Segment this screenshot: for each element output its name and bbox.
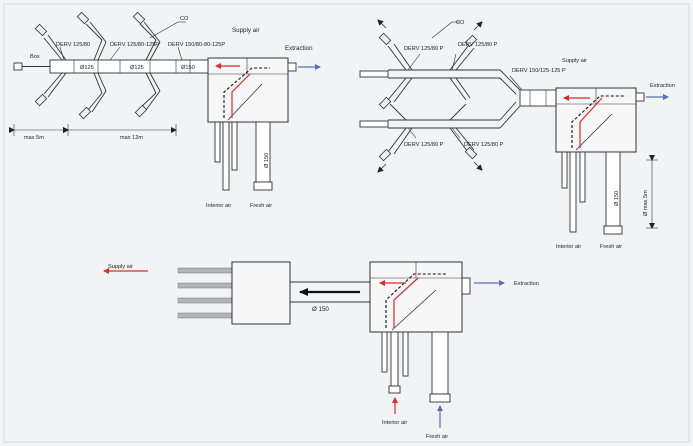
interior-air-grille <box>388 385 401 394</box>
supply-path <box>579 97 603 148</box>
extraction-label: Extraction <box>650 83 675 89</box>
fresh-air-grille <box>429 393 451 403</box>
co-label: CO <box>456 20 465 26</box>
branch-stub <box>359 120 389 128</box>
main-duct <box>519 89 561 107</box>
interior-air-label: Interior air <box>382 420 407 426</box>
branch-duct <box>34 11 161 120</box>
supply-air-label: Supply air <box>232 27 260 34</box>
down-pipe <box>214 121 221 163</box>
diagram-1: CO Box DERV 125/80 DERV 125/80-125P DERV… <box>9 11 321 209</box>
box-end-cap <box>13 62 23 71</box>
down-pipe <box>579 151 586 203</box>
pipe-diameter-label: Ø150 <box>181 65 195 71</box>
supply-air-label: Supply air <box>562 58 587 64</box>
extraction-path <box>385 273 446 328</box>
down-pipe <box>402 331 409 377</box>
supply-air-label: Supply air <box>108 264 133 270</box>
fresh-air-label: Fresh air <box>600 244 622 250</box>
fresh-air-grille <box>603 225 623 235</box>
fresh-air-grille <box>253 181 273 191</box>
interior-air-label: Interior air <box>556 244 581 250</box>
diagram-2: CO DERV 125/80 P DERV 125/80 P DERV 150/… <box>359 19 675 250</box>
derv-label: DERV 125/80 <box>56 42 90 48</box>
extraction-path <box>571 95 626 148</box>
interior-air-pipe <box>222 121 230 191</box>
fresh-air-label: Fresh air <box>426 434 448 440</box>
down-pipe <box>231 121 238 171</box>
extraction-path <box>223 67 270 118</box>
exchanger-line <box>575 113 613 151</box>
extraction-outlet <box>461 277 471 295</box>
diagram-3: Supply air Ø 150 Extraction <box>103 261 539 440</box>
derv-label: DERV 125/80 P <box>404 46 444 52</box>
dimension-label: Ø max 5m <box>643 190 649 216</box>
derv-label: DERV 150/80-80-125P <box>168 42 225 48</box>
branch-duct <box>359 32 561 162</box>
supply-path <box>231 73 251 118</box>
dimension-label: max 5m <box>24 135 44 141</box>
interior-air-pipe <box>569 151 577 233</box>
extraction-label: Extraction <box>285 45 313 52</box>
pipe-diameter-label: Ø125 <box>130 65 144 71</box>
distribution-box <box>231 261 291 325</box>
pipe-diameter-label: Ø 150 <box>312 306 329 313</box>
derv-label: DERV 150/125-125 P <box>512 68 566 74</box>
interior-air-pipe <box>390 331 399 387</box>
box-label: Box <box>30 54 40 60</box>
fresh-air-pipe <box>605 151 621 227</box>
fresh-air-pipe <box>255 121 271 183</box>
derv-label: DERV 125/80 P <box>458 42 498 48</box>
branch-stub <box>359 70 389 78</box>
supply-path <box>393 277 419 328</box>
derv-label: DERV 125/80 P <box>404 142 444 148</box>
extraction-label: Extraction <box>514 281 539 287</box>
ventilation-unit <box>207 57 289 123</box>
exchanger-line <box>227 83 263 121</box>
interior-air-label: Interior air <box>206 203 231 209</box>
pipe-diameter-label: Ø125 <box>80 65 94 71</box>
down-pipe <box>561 151 568 189</box>
dimension-label: max 12m <box>120 135 143 141</box>
co-label: CO <box>180 16 189 22</box>
extraction-outlet <box>635 92 645 102</box>
derv-label: DERV 125/80 P <box>464 142 504 148</box>
exchanger-line <box>391 289 437 331</box>
fresh-air-pipe <box>431 331 449 395</box>
pipe-diameter-label: Ø 150 <box>614 191 620 206</box>
pipe-diameter-label: Ø 150 <box>264 153 270 168</box>
extraction-outlet <box>287 62 297 72</box>
down-pipe <box>381 331 388 373</box>
derv-label: DERV 125/80-125P <box>110 42 159 48</box>
fresh-air-label: Fresh air <box>250 203 272 209</box>
